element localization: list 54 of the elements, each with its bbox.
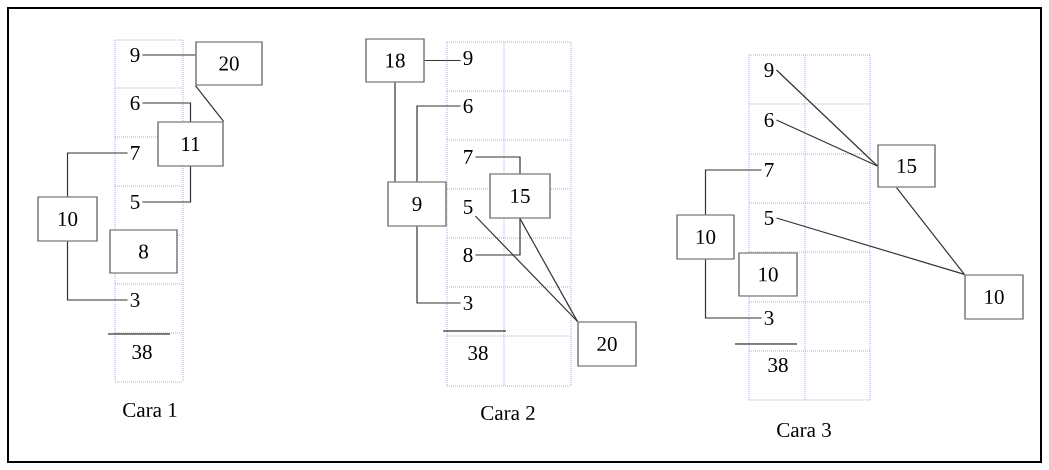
number: 5 <box>464 200 473 214</box>
number: 5 <box>765 211 774 225</box>
number: 3 <box>463 295 473 311</box>
connector-line <box>474 215 578 322</box>
number-box: 20 <box>195 41 263 86</box>
number-box: 15 <box>489 173 551 219</box>
connector-line <box>775 119 878 167</box>
connector-line <box>474 156 521 174</box>
number-box: 20 <box>577 321 637 367</box>
sum-text: 38 <box>468 345 488 361</box>
number: 7 <box>131 146 140 160</box>
connector-line <box>424 59 462 62</box>
connector-line <box>141 54 196 56</box>
connector-line <box>704 169 763 215</box>
connector-line <box>519 218 578 322</box>
connector-line <box>416 105 462 182</box>
number-box: 18 <box>365 38 425 83</box>
number-box: 10 <box>37 196 98 242</box>
number-box: 10 <box>964 274 1024 320</box>
number: 9 <box>463 50 473 66</box>
connector-line <box>416 226 462 304</box>
number: 5 <box>131 195 140 209</box>
number-box: 9 <box>387 181 447 227</box>
sum-text: 38 <box>768 357 788 373</box>
caption: Cara 3 <box>777 422 831 438</box>
number: 6 <box>764 112 774 128</box>
number: 6 <box>130 95 140 111</box>
connector-line <box>194 85 225 122</box>
number: 3 <box>764 310 774 326</box>
connector-line <box>141 166 192 203</box>
number-box: 15 <box>877 144 936 188</box>
connector-line <box>394 82 396 182</box>
number-box: 10 <box>738 252 798 297</box>
connector-line <box>895 187 965 275</box>
number: 8 <box>463 247 473 263</box>
number: 3 <box>130 292 140 308</box>
connector-line <box>66 241 129 301</box>
connector-line <box>66 152 129 197</box>
connector-line <box>704 259 763 319</box>
connector-line <box>775 69 878 167</box>
number: 7 <box>464 150 473 164</box>
connector-line <box>474 218 521 256</box>
number: 9 <box>130 47 140 63</box>
connector-line <box>141 102 192 122</box>
number: 9 <box>764 62 774 78</box>
caption: Cara 2 <box>481 405 535 421</box>
caption: Cara 1 <box>123 402 177 418</box>
number-box: 11 <box>157 121 224 167</box>
number-box: 8 <box>109 229 178 274</box>
number: 7 <box>765 163 774 177</box>
sum-text: 38 <box>132 344 152 360</box>
connector-line <box>775 217 965 275</box>
number: 6 <box>463 98 473 114</box>
number-box: 10 <box>676 214 735 260</box>
